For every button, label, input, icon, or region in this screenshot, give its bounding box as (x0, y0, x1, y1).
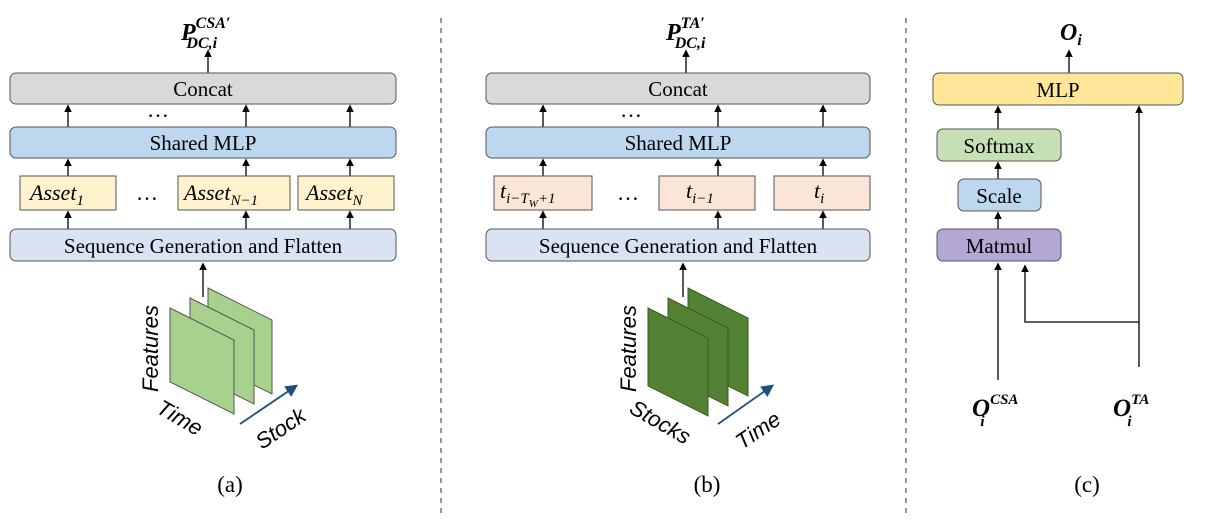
panel-b-shared-mlp-label: Shared MLP (625, 131, 732, 155)
panel-a-output-label: PCSA′DC,i (180, 15, 230, 52)
panel-a-asset-label-1: Asset1 (28, 180, 84, 209)
panel-b-concat-label: Concat (648, 77, 708, 101)
panel-b-axis-features: Features (616, 305, 641, 392)
panel-a-axis-features: Features (138, 305, 163, 392)
panel-b-slice-front (647, 307, 709, 417)
panel-b-caption: (b) (694, 472, 721, 497)
panel-a-seq-gen-label: Sequence Generation and Flatten (64, 234, 343, 258)
panel-a-caption: (a) (217, 472, 243, 497)
panel-b-output-label: PTA′DC,i (665, 15, 706, 52)
panel-a-asset-label-3: AssetN (304, 180, 363, 209)
panel-b-time-box-3 (773, 175, 871, 211)
panel-c-matmul-box (936, 228, 1062, 262)
panel-b-shared-mlp-box (485, 126, 871, 159)
panel-a-slice-front (169, 307, 235, 415)
panel-c-softmax-box (936, 128, 1062, 162)
panel-c-mlp-box (932, 72, 1184, 106)
panel-b-seq-gen-label: Sequence Generation and Flatten (539, 234, 818, 258)
panel-c-scale-box (957, 178, 1042, 212)
panel-c-mlp-label: MLP (1036, 78, 1079, 102)
panel-b-ellipsis-top: … (620, 97, 642, 122)
panel-a-seq-gen-box (9, 228, 397, 262)
panel-c-matmul-label: Matmul (966, 234, 1033, 258)
panel-c-ta-to-matmul-arrow (1021, 264, 1139, 323)
panel-c-softmax-label: Softmax (963, 134, 1035, 158)
panel-a-asset-box-3 (297, 175, 395, 211)
panel-a-asset-box-2 (177, 175, 291, 211)
panel-b-seq-gen-box (485, 228, 871, 262)
panel-a-stock-axis-arrow (239, 384, 299, 425)
panel-b-time-label-3: ti (814, 178, 824, 207)
panel-a-asset-box-1 (19, 175, 117, 211)
panel-b-time-box-2 (658, 175, 756, 211)
panel-b: PTA′DC,i Concat … Shared MLP ti−TW+1 … t… (485, 15, 871, 497)
panel-b-axis-time: Time (731, 406, 785, 454)
panel-a-concat-label: Concat (173, 77, 233, 101)
panel-b-time-label-1: ti−TW+1 (500, 178, 556, 210)
panel-b-time-label-2: ti−1 (686, 178, 714, 207)
panel-a-ellipsis-top: … (147, 97, 169, 122)
panel-a-asset-label-2: AssetN−1 (182, 180, 258, 209)
panel-a: PCSA′DC,i Concat … Shared MLP Asset1 … A… (9, 15, 397, 497)
panel-b-time-axis-arrow (717, 384, 775, 425)
panel-c-caption: (c) (1074, 472, 1100, 497)
panel-b-time-box-1 (493, 175, 593, 211)
panel-c-output-label: Oi (1060, 20, 1082, 49)
panel-c-scale-label: Scale (976, 184, 1021, 208)
panel-a-ellipsis-mid: … (136, 180, 158, 205)
panel-a-shared-mlp-label: Shared MLP (150, 131, 257, 155)
panel-b-concat-box (485, 72, 871, 105)
panel-a-shared-mlp-box (9, 126, 397, 159)
panel-a-axis-time: Time (153, 395, 208, 441)
panel-a-concat-box (9, 72, 397, 105)
panel-b-ellipsis-mid: … (617, 180, 639, 205)
